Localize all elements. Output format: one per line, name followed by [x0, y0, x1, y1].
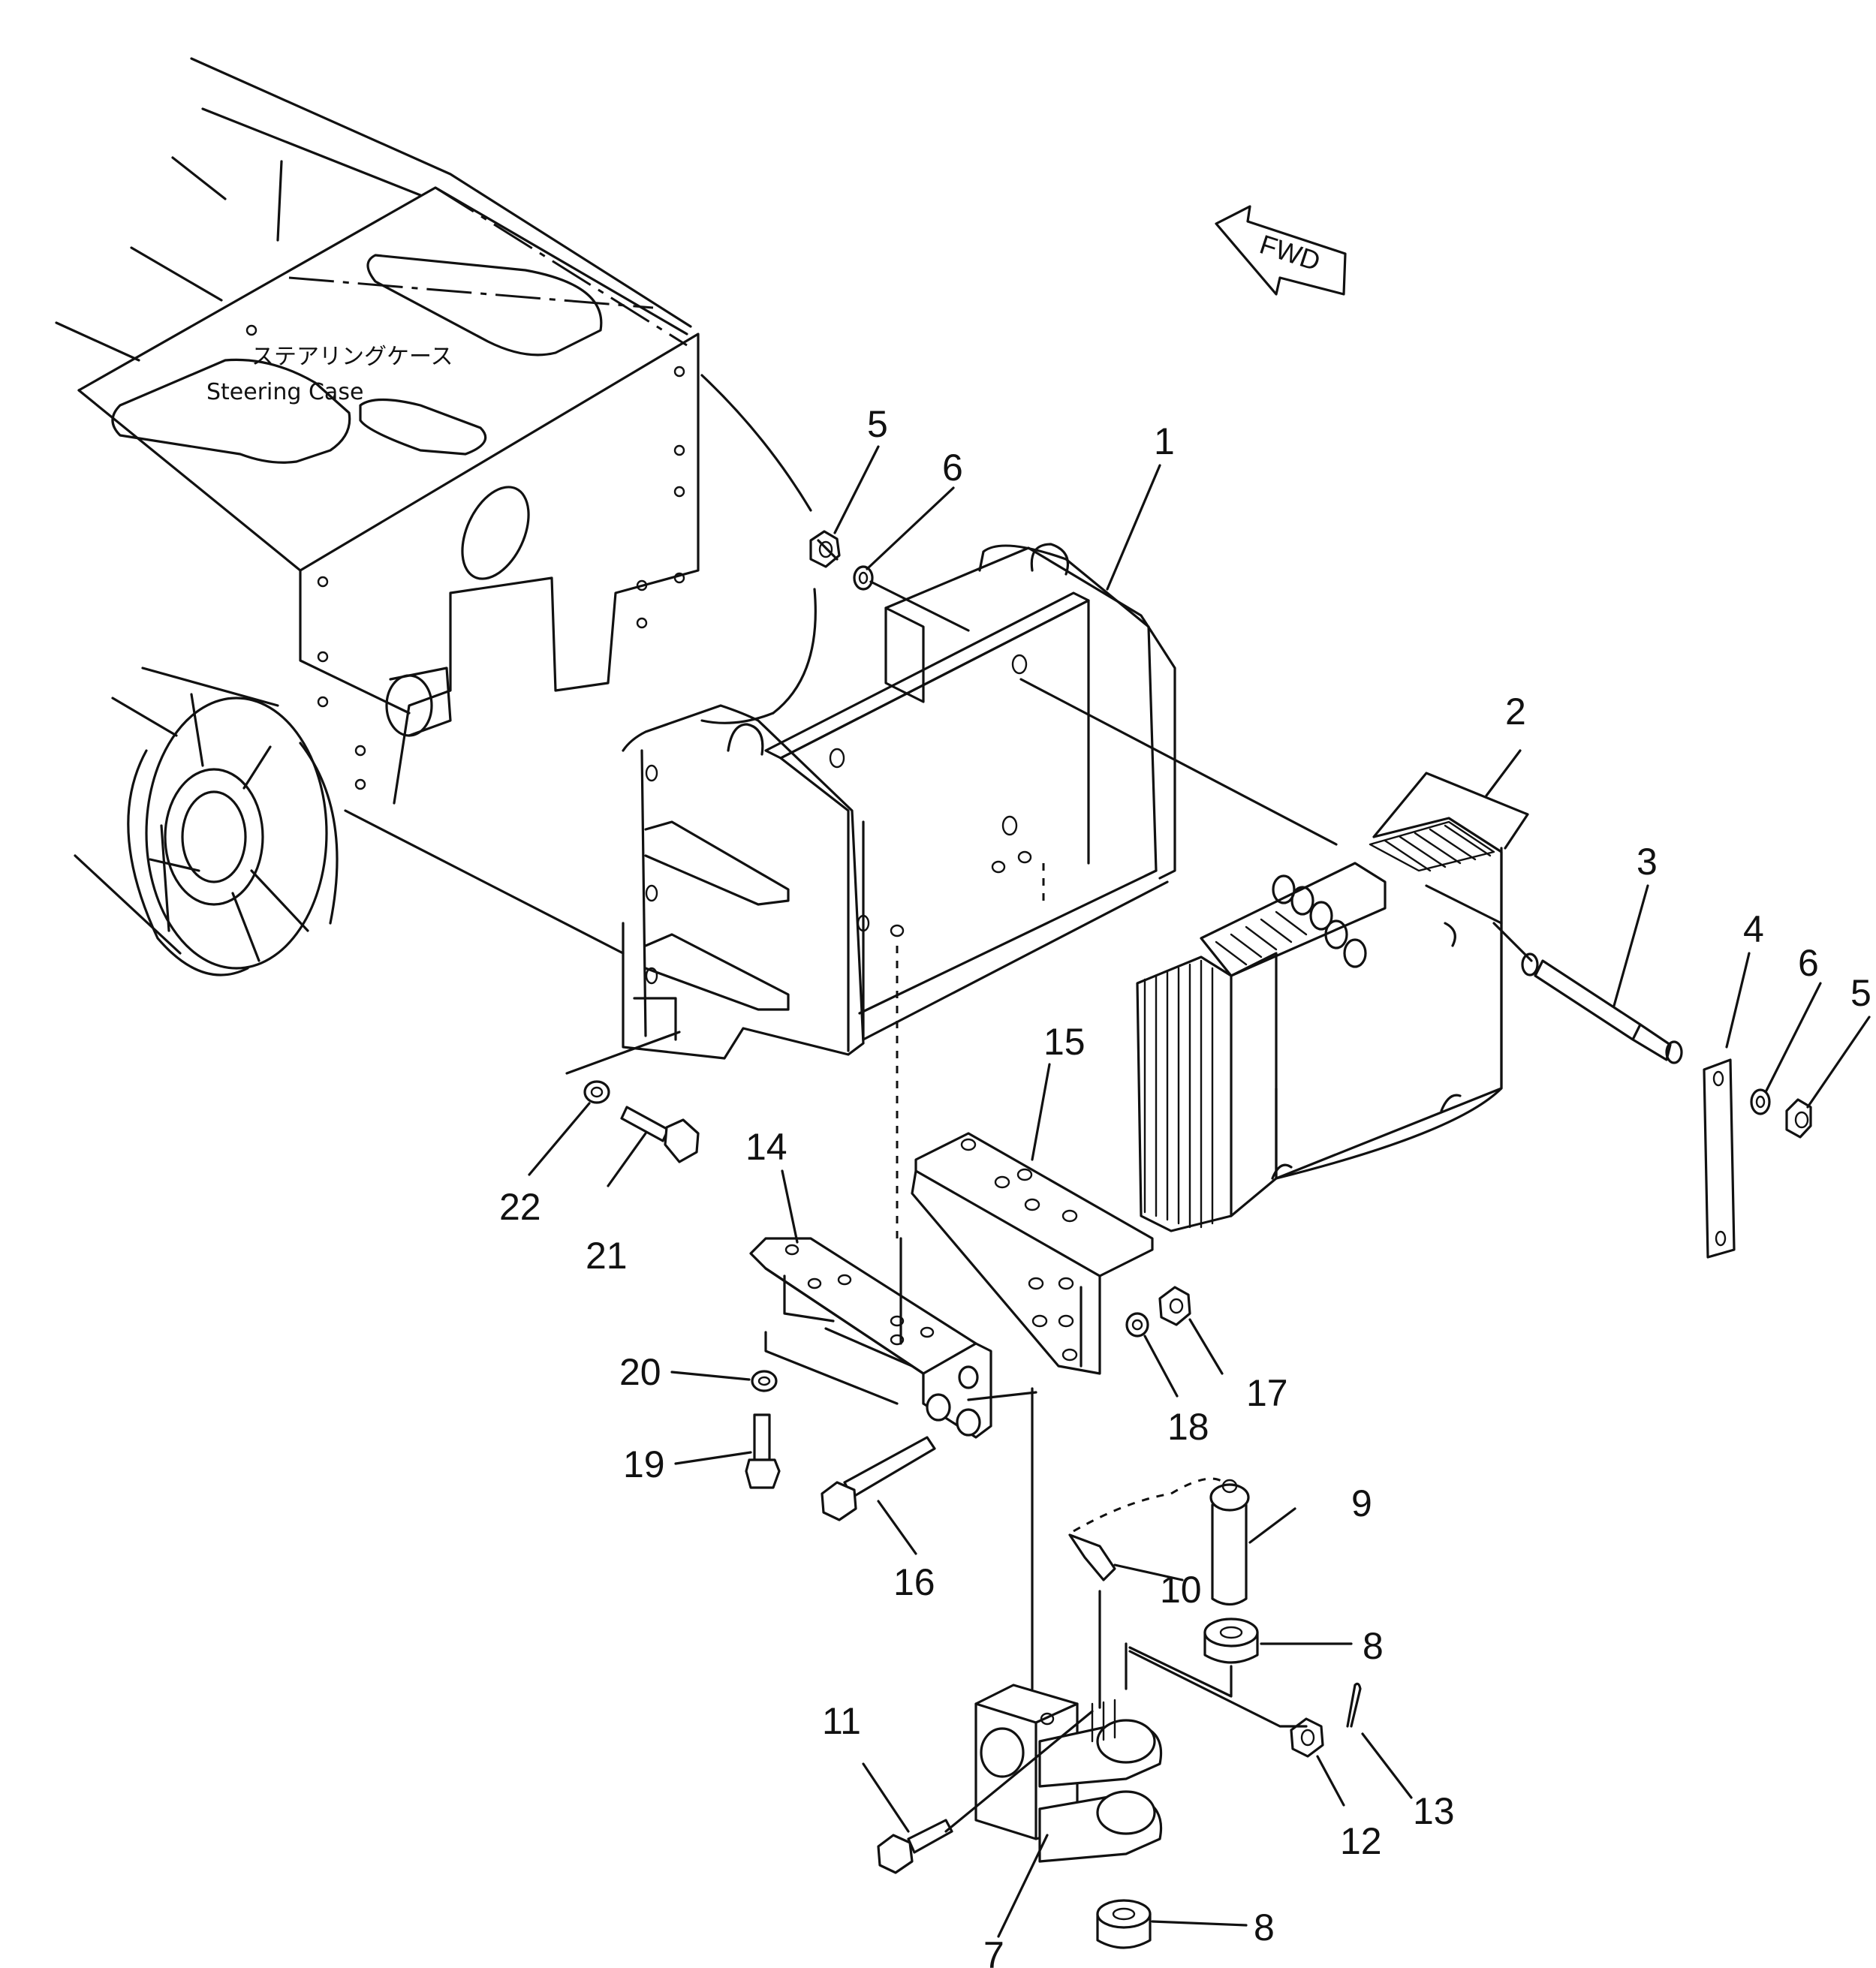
bolt-21 [620, 1106, 700, 1163]
callout-6-top: 6 [942, 447, 963, 489]
leader-lines [528, 445, 1871, 1938]
washer-right [1750, 1088, 1771, 1115]
callout-9: 9 [1351, 1482, 1372, 1524]
steering-case [55, 57, 817, 976]
steering-case-label-jp: ステアリングケース [251, 344, 453, 370]
rod [1521, 952, 1683, 1064]
plate [1703, 1058, 1736, 1259]
bracket-15 [911, 1132, 1154, 1375]
callout-15: 15 [1043, 1021, 1086, 1063]
fwd-arrow: FWD [1215, 205, 1347, 296]
callout-14: 14 [745, 1126, 787, 1168]
sprocket-wheel [127, 693, 339, 976]
callout-5-top: 5 [867, 403, 888, 445]
callout-numbers: 1 2 3 4 5 5 6 6 7 8 8 9 10 11 12 13 14 1… [499, 403, 1871, 1968]
callout-1: 1 [1154, 420, 1175, 462]
counterweight-bracket [622, 543, 1176, 1060]
callout-13: 13 [1413, 1790, 1455, 1832]
bushing-top [1203, 1617, 1259, 1664]
callout-8-top: 8 [1363, 1625, 1384, 1667]
callout-11: 11 [822, 1700, 861, 1742]
callout-6-right: 6 [1798, 942, 1819, 984]
callout-12: 12 [1340, 1820, 1382, 1862]
callout-19: 19 [623, 1443, 665, 1485]
callout-2: 2 [1505, 691, 1526, 733]
pin-9 [1209, 1479, 1250, 1606]
bolt-19 [745, 1413, 781, 1489]
callout-10: 10 [1160, 1569, 1202, 1611]
callout-17: 17 [1246, 1372, 1288, 1414]
bolt-11 [877, 1819, 953, 1874]
cotter-pin-13 [1346, 1682, 1362, 1728]
nut-top [809, 530, 841, 568]
washer-18 [1125, 1312, 1149, 1338]
nut-right [1785, 1098, 1812, 1139]
washer-top [853, 565, 874, 591]
callout-16: 16 [893, 1561, 935, 1603]
callout-18: 18 [1167, 1406, 1209, 1448]
callout-4: 4 [1743, 908, 1764, 950]
nut-12 [1290, 1717, 1324, 1758]
hitch-block [974, 1684, 1162, 1863]
washer-20 [751, 1370, 778, 1392]
bushing-bottom [1096, 1899, 1152, 1949]
callout-22: 22 [499, 1186, 541, 1228]
bracket-14 [749, 1237, 992, 1439]
callout-7: 7 [983, 1934, 1004, 1968]
callout-21: 21 [586, 1235, 628, 1277]
callout-8-bottom: 8 [1254, 1906, 1275, 1948]
washer-22 [583, 1080, 610, 1104]
callout-3: 3 [1637, 841, 1658, 883]
bolt-16 [821, 1436, 936, 1521]
steering-case-label-en: Steering Case [206, 379, 363, 405]
counterweight-plates [1136, 772, 1529, 1232]
chain-10 [1068, 1477, 1224, 1581]
nut-17 [1158, 1286, 1191, 1326]
assembly-lines [817, 539, 1533, 1833]
callout-5-right: 5 [1850, 972, 1871, 1014]
callout-20: 20 [619, 1351, 661, 1393]
